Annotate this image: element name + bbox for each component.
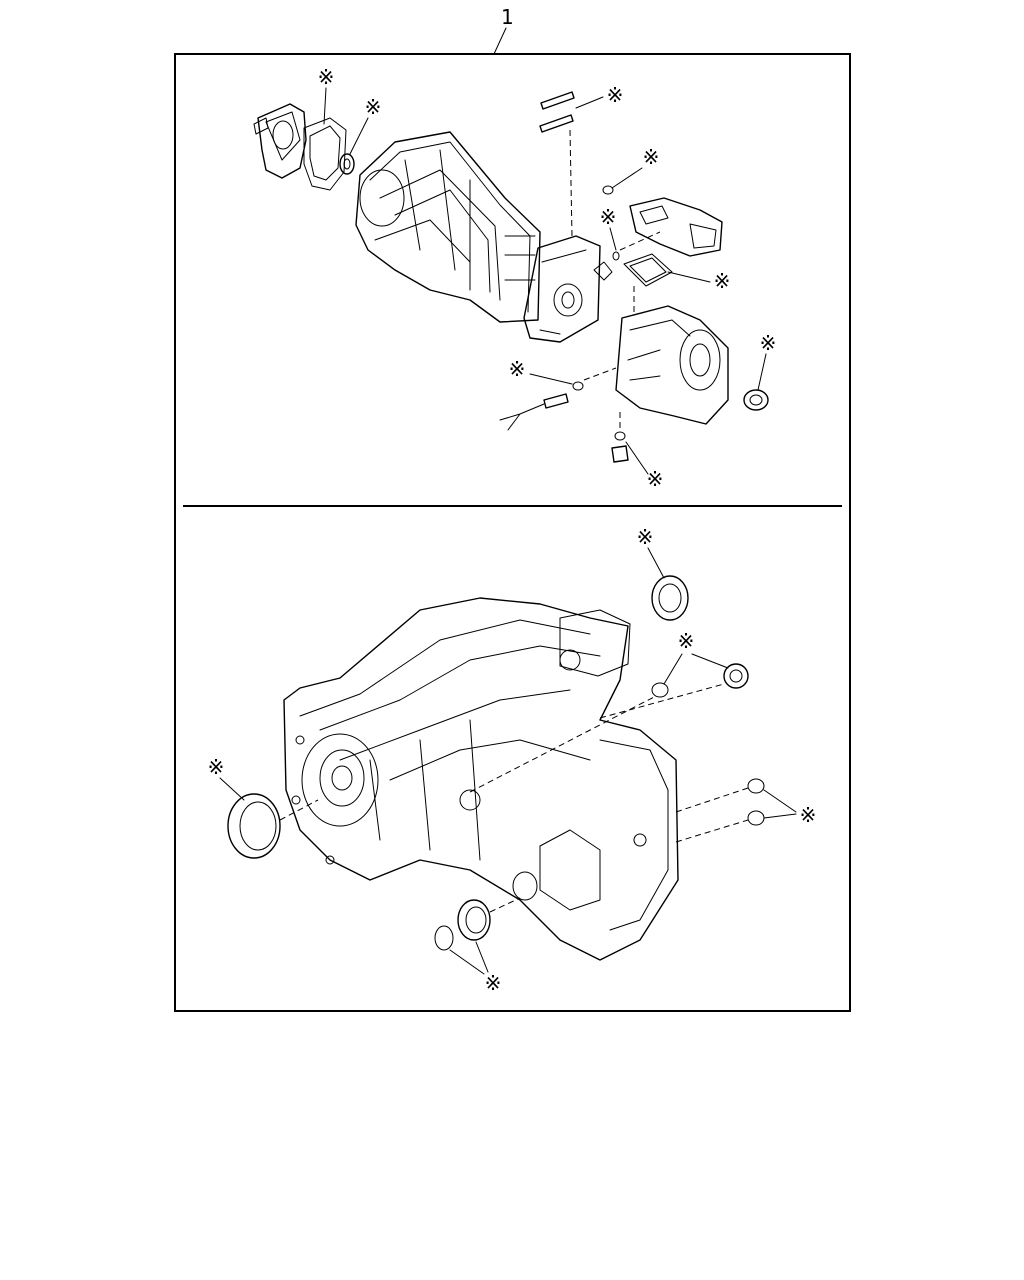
- transmission-case: [355, 131, 541, 323]
- oil-seal-left: [227, 793, 319, 859]
- marker-9: ※: [647, 467, 664, 491]
- marker-4: ※: [643, 145, 660, 169]
- kit-frame: [174, 53, 851, 1012]
- marker-13: ※: [800, 803, 817, 827]
- gasket: [303, 117, 347, 191]
- o-ring-front: [434, 925, 454, 951]
- transfer-adapter: [615, 305, 729, 425]
- o-ring-right-upper: [747, 778, 765, 794]
- o-ring-right-lower: [747, 810, 765, 826]
- marker-10: ※: [637, 525, 654, 549]
- o-ring-mid: [651, 682, 669, 698]
- callout-leader: [493, 27, 507, 55]
- shift-retainer: [629, 197, 723, 257]
- marker-2: ※: [365, 95, 382, 119]
- markers: ※ ※ ※ ※ ※ ※ ※ ※ ※ ※ ※ ※ ※ ※: [208, 65, 817, 995]
- callout-number: 1: [501, 5, 514, 29]
- oil-seal-small: [339, 153, 355, 175]
- shift-pins: [539, 91, 575, 237]
- o-ring-small: [602, 185, 614, 195]
- extension-housing: [253, 103, 307, 179]
- oil-seal-front: [457, 897, 521, 941]
- marker-11: ※: [678, 629, 695, 653]
- marker-1: ※: [318, 65, 335, 89]
- upper-assembly: [253, 91, 769, 463]
- marker-7: ※: [760, 331, 777, 355]
- marker-5: ※: [600, 205, 617, 229]
- marker-12: ※: [208, 755, 225, 779]
- oil-seal-top: [651, 575, 689, 621]
- drain-plug: [611, 412, 629, 463]
- lower-assembly: [227, 575, 765, 961]
- detent-spring: [593, 231, 661, 281]
- sensor-switch: [499, 367, 617, 431]
- marker-14: ※: [485, 971, 502, 995]
- adapter-plate: [523, 235, 601, 343]
- transfer-case: [283, 597, 679, 961]
- bushing-mid: [723, 663, 749, 689]
- marker-3: ※: [607, 83, 624, 107]
- cover-gasket: [623, 253, 673, 312]
- marker-6: ※: [714, 269, 731, 293]
- oil-seal-right: [743, 389, 769, 411]
- marker-8: ※: [509, 357, 526, 381]
